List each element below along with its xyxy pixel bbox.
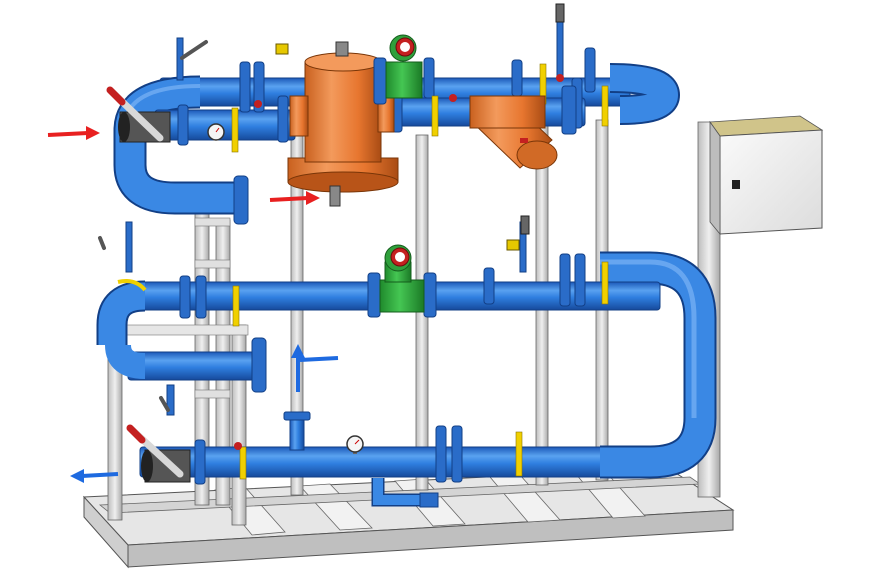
flow-inlet-arrow-icon bbox=[47, 126, 100, 140]
pressure-gauge-icon bbox=[207, 123, 225, 141]
flow-inlet-arrow-icon bbox=[269, 191, 320, 205]
ball-valve-handle-icon bbox=[126, 424, 184, 478]
flow-meter-icon bbox=[373, 34, 423, 105]
flow-up-arrow-icon bbox=[291, 344, 339, 392]
base-frame bbox=[82, 467, 735, 569]
lower-pipe-run bbox=[139, 251, 717, 508]
ball-valve-handle-icon bbox=[98, 40, 208, 412]
flow-meter-icon bbox=[367, 244, 437, 318]
control-cabinet bbox=[697, 115, 824, 498]
flow-outlet-arrow-icon bbox=[70, 469, 119, 483]
cabinet-lock-icon bbox=[732, 180, 740, 189]
ball-valve-handle-icon bbox=[106, 86, 164, 142]
instrument-heads bbox=[234, 3, 565, 450]
y-strainer bbox=[469, 85, 577, 170]
pressure-gauge-icon bbox=[346, 435, 364, 454]
